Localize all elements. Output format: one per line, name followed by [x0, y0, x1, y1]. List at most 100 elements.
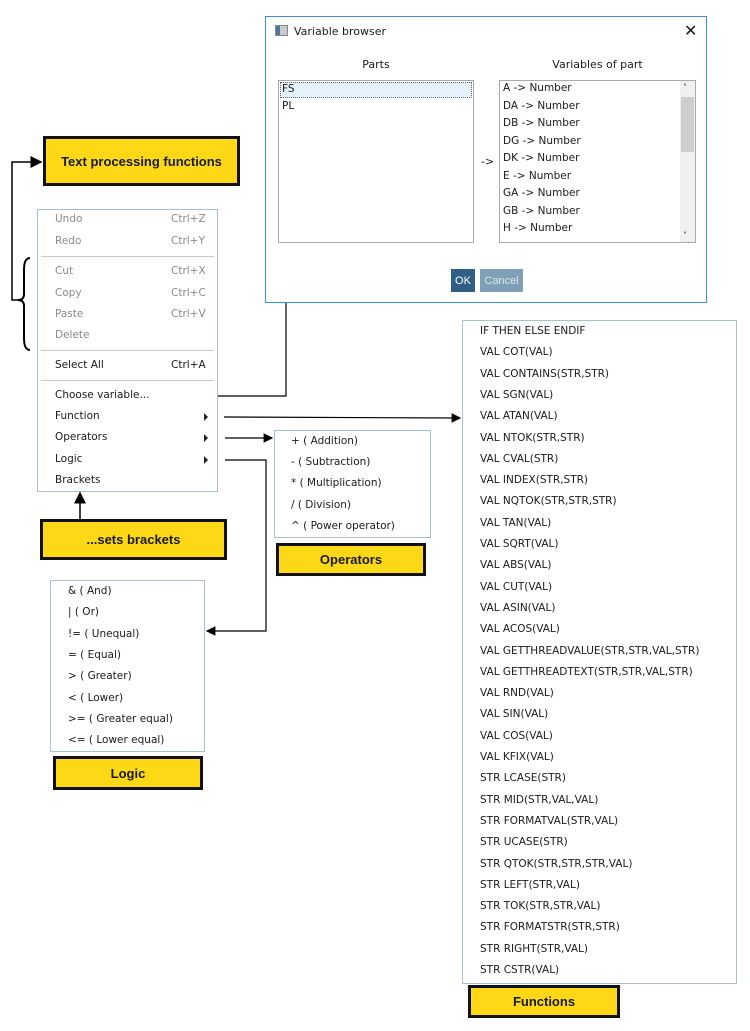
variable-item[interactable]: DA -> Number	[503, 99, 580, 112]
function-item[interactable]: STR TOK(STR,STR,VAL)	[480, 900, 601, 913]
line-choose-variable	[218, 303, 287, 397]
shortcut-text: Ctrl+C	[171, 287, 206, 299]
submenu-arrow-icon	[204, 413, 208, 421]
function-item[interactable]: VAL CUT(VAL)	[480, 580, 553, 593]
submenu-arrow-icon	[204, 434, 208, 442]
function-item[interactable]: VAL GETTHREADVALUE(STR,STR,VAL,STR)	[480, 644, 700, 657]
menu-item-paste[interactable]: Paste	[55, 308, 84, 320]
cancel-button[interactable]: Cancel	[480, 269, 523, 292]
menu-separator	[41, 256, 214, 257]
menu-item-undo[interactable]: Undo	[55, 213, 83, 225]
menu-item-cut[interactable]: Cut	[55, 265, 74, 277]
function-item[interactable]: VAL SGN(VAL)	[480, 388, 554, 401]
function-item[interactable]: VAL RND(VAL)	[480, 687, 554, 700]
arrow-function	[223, 413, 462, 423]
scroll-down-icon[interactable]: ˅	[683, 231, 687, 240]
label-logic: Logic	[53, 756, 203, 790]
function-item[interactable]: STR QTOK(STR,STR,STR,VAL)	[480, 857, 633, 870]
brace-icon	[17, 257, 31, 351]
variable-item[interactable]: GA -> Number	[503, 187, 580, 199]
menu-separator	[41, 350, 214, 351]
menu-item-select-all[interactable]: Select All	[55, 359, 104, 371]
part-item-pl[interactable]: PL	[282, 100, 295, 112]
logic-item[interactable]: < ( Lower)	[68, 691, 124, 704]
label-operators: Operators	[276, 543, 426, 576]
function-item[interactable]: VAL SIN(VAL)	[480, 708, 549, 721]
scrollbar[interactable]: ˄ ˅	[680, 81, 695, 242]
function-item[interactable]: VAL NQTOK(STR,STR,STR)	[480, 495, 617, 508]
function-item[interactable]: VAL CVAL(STR)	[480, 452, 559, 465]
variable-item[interactable]: GB -> Number	[503, 204, 580, 217]
ok-button[interactable]: OK	[451, 269, 475, 292]
variable-browser-dialog: Variable browser ✕ Parts Variables of pa…	[265, 16, 707, 303]
menu-item-operators[interactable]: Operators	[55, 431, 108, 443]
logic-item[interactable]: >= ( Greater equal)	[68, 712, 173, 725]
shortcut-text: Ctrl+V	[171, 308, 206, 320]
function-item[interactable]: VAL INDEX(STR,STR)	[480, 474, 589, 487]
scroll-up-icon[interactable]: ˄	[683, 83, 687, 92]
function-item[interactable]: VAL TAN(VAL)	[480, 516, 552, 529]
function-item[interactable]: STR FORMATVAL(STR,VAL)	[480, 814, 619, 827]
operator-item[interactable]: / ( Division)	[291, 498, 352, 511]
function-item[interactable]: VAL COS(VAL)	[480, 729, 553, 742]
function-item[interactable]: IF THEN ELSE ENDIF	[480, 325, 586, 337]
function-item[interactable]: VAL NTOK(STR,STR)	[480, 431, 585, 444]
logic-item[interactable]: & ( And)	[68, 585, 112, 597]
logic-item[interactable]: <= ( Lower equal)	[68, 734, 165, 747]
menu-item-logic[interactable]: Logic	[55, 453, 83, 465]
variable-item[interactable]: H -> Number	[503, 222, 573, 234]
function-item[interactable]: STR LCASE(STR)	[480, 772, 566, 785]
function-item[interactable]: STR UCASE(STR)	[480, 836, 568, 849]
function-item[interactable]: VAL ATAN(VAL)	[480, 410, 558, 423]
scrollbar-thumb[interactable]	[681, 97, 694, 152]
shortcut-text: Ctrl+X	[171, 265, 206, 277]
logic-submenu: & ( And) | ( Or) != ( Unequal) = ( Equal) > …	[50, 580, 205, 752]
logic-item[interactable]: > ( Greater)	[68, 670, 132, 683]
shortcut-text: Ctrl+A	[171, 359, 206, 371]
label-functions: Functions	[468, 985, 620, 1018]
menu-separator	[41, 380, 214, 381]
variable-item[interactable]: DB -> Number	[503, 117, 580, 129]
operator-item[interactable]: * ( Multiplication)	[291, 477, 382, 490]
part-item-fs[interactable]: FS	[280, 82, 472, 98]
function-item[interactable]: VAL KFIX(VAL)	[480, 751, 554, 763]
functions-submenu: IF THEN ELSE ENDIF VAL COT(VAL) VAL CONTAI…	[462, 320, 737, 984]
parts-list[interactable]: FS PL	[278, 80, 474, 243]
logic-item[interactable]: != ( Unequal)	[68, 627, 140, 640]
logic-item[interactable]: | ( Or)	[68, 606, 99, 619]
operator-item[interactable]: + ( Addition)	[291, 435, 359, 447]
function-item[interactable]: STR LEFT(STR,VAL)	[480, 878, 580, 891]
logic-item[interactable]: = ( Equal)	[68, 648, 121, 661]
menu-item-delete[interactable]: Delete	[55, 329, 90, 341]
operators-submenu: + ( Addition) - ( Subtraction) * ( Multipl…	[274, 430, 431, 538]
label-sets-brackets: ...sets brackets	[40, 519, 227, 560]
menu-item-copy[interactable]: Copy	[55, 287, 82, 299]
variable-item[interactable]: DG -> Number	[503, 134, 581, 147]
close-icon[interactable]: ✕	[684, 21, 698, 40]
variable-item[interactable]: A -> Number	[503, 82, 572, 94]
function-item[interactable]: VAL ABS(VAL)	[480, 559, 552, 572]
menu-item-function[interactable]: Function	[55, 410, 100, 422]
function-item[interactable]: VAL COT(VAL)	[480, 346, 553, 359]
function-item[interactable]: VAL ASIN(VAL)	[480, 601, 556, 614]
operator-item[interactable]: ^ ( Power operator)	[291, 519, 395, 532]
variable-item[interactable]: DK -> Number	[503, 152, 580, 164]
function-item[interactable]: STR FORMATSTR(STR,STR)	[480, 921, 620, 934]
variables-list[interactable]: A -> Number DA -> Number DB -> Number DG ->…	[499, 80, 696, 243]
function-item[interactable]: VAL GETTHREADTEXT(STR,STR,VAL,STR)	[480, 665, 693, 678]
submenu-arrow-icon	[204, 456, 208, 464]
operator-item[interactable]: - ( Subtraction)	[291, 456, 371, 469]
menu-item-brackets[interactable]: Brackets	[55, 474, 101, 486]
function-item[interactable]: VAL CONTAINS(STR,STR)	[480, 367, 610, 380]
function-item[interactable]: VAL SQRT(VAL)	[480, 538, 559, 550]
menu-item-redo[interactable]: Redo	[55, 235, 82, 247]
function-item[interactable]: STR MID(STR,VAL,VAL)	[480, 793, 599, 806]
function-item[interactable]: VAL ACOS(VAL)	[480, 623, 560, 636]
dialog-title: Variable browser	[294, 25, 387, 38]
menu-item-choose-variable[interactable]: Choose variable...	[55, 389, 150, 401]
variable-item[interactable]: E -> Number	[503, 169, 572, 182]
function-item[interactable]: STR RIGHT(STR,VAL)	[480, 942, 588, 955]
function-item[interactable]: STR CSTR(VAL)	[480, 964, 560, 976]
window-icon	[275, 25, 288, 36]
